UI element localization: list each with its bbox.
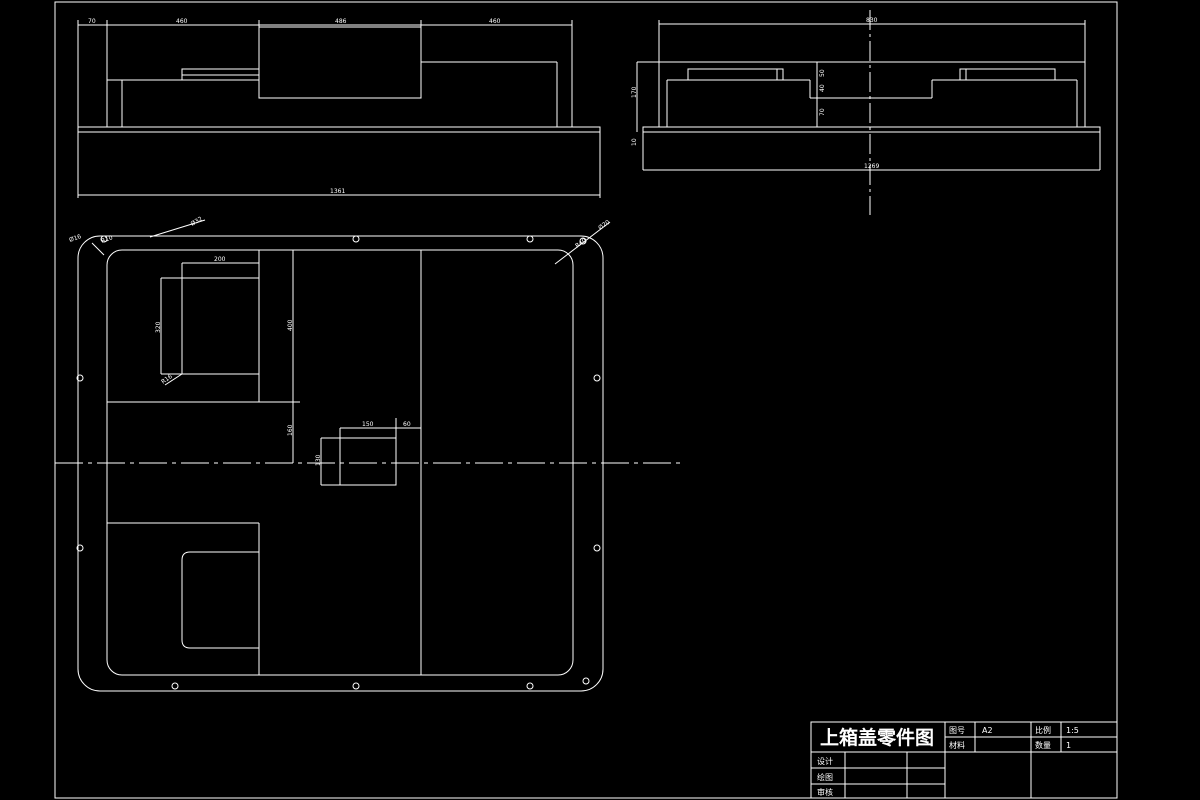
dim-text: Ø16	[68, 233, 82, 244]
dim-text: 60	[403, 421, 411, 428]
dim-text: Ø20	[597, 219, 611, 232]
drawing-no-label: 图号	[949, 726, 965, 735]
dim-text: 40	[819, 84, 826, 92]
bolt-hole	[579, 237, 587, 245]
dim-text: 1269	[864, 163, 879, 170]
side-view-dimensions: 830 1269 170 50 40 70 10	[631, 17, 879, 170]
bolt-hole	[593, 374, 601, 382]
dim-text: 10	[631, 138, 638, 146]
dim-text: 150	[362, 421, 374, 428]
title-block-grid	[810, 721, 1118, 799]
dim-text: 200	[214, 256, 226, 263]
bolt-hole	[76, 374, 84, 382]
plan-small-opening	[339, 437, 397, 486]
side-view-base-plate	[642, 126, 1101, 133]
bolt-hole	[76, 544, 84, 552]
bolt-hole	[352, 235, 360, 243]
dim-text: 460	[176, 18, 188, 25]
qty-label: 数量	[1035, 740, 1051, 750]
bolt-hole	[171, 682, 179, 690]
front-view-base-plate	[77, 126, 601, 133]
drawing-no-value: A2	[982, 726, 993, 735]
dim-text: R10	[100, 234, 114, 245]
review-label: 审核	[817, 787, 833, 797]
bolt-hole	[100, 235, 108, 243]
dim-text: 830	[866, 17, 878, 24]
bolt-hole	[582, 677, 590, 685]
plan-upper-opening	[181, 277, 260, 375]
bolt-hole	[526, 682, 534, 690]
dim-text: 1361	[330, 188, 345, 195]
dim-text: 320	[155, 321, 162, 333]
dim-text: 170	[631, 86, 638, 98]
dim-text: 160	[287, 424, 294, 436]
scale-label: 比例	[1035, 725, 1051, 735]
dim-text: 460	[489, 18, 501, 25]
dim-text: 50	[819, 69, 826, 77]
dim-text: 70	[819, 108, 826, 116]
bolt-hole	[593, 544, 601, 552]
plan-view	[55, 219, 680, 692]
bolt-hole	[352, 682, 360, 690]
plan-lower-opening	[181, 551, 259, 649]
draw-label: 绘图	[817, 772, 833, 782]
front-view-dimensions: 70 460 486 460 1361	[88, 18, 501, 195]
dim-text: Ø32	[190, 215, 204, 227]
material-label: 材料	[949, 740, 965, 750]
front-view-raised-block	[258, 26, 422, 99]
plan-outer-flange	[77, 235, 604, 692]
drawing-title: 上箱盖零件图	[820, 726, 934, 749]
design-label: 设计	[817, 756, 833, 766]
dim-text: 400	[287, 319, 294, 331]
dim-text: 130	[315, 454, 322, 466]
qty-value: 1	[1066, 741, 1071, 750]
front-view	[77, 20, 601, 198]
side-view	[636, 10, 1101, 215]
dim-text: 486	[335, 18, 347, 25]
drawing-frame-border	[54, 1, 1118, 799]
dim-text: 70	[88, 18, 96, 25]
plan-inner-body	[106, 249, 574, 676]
dim-text: R40	[574, 237, 588, 250]
title-block: 上箱盖零件图 图号 A2 比例 1:5 材料 数量 1 设计 绘图 审核	[817, 725, 1079, 797]
bolt-hole	[526, 235, 534, 243]
scale-value: 1:5	[1066, 726, 1079, 735]
